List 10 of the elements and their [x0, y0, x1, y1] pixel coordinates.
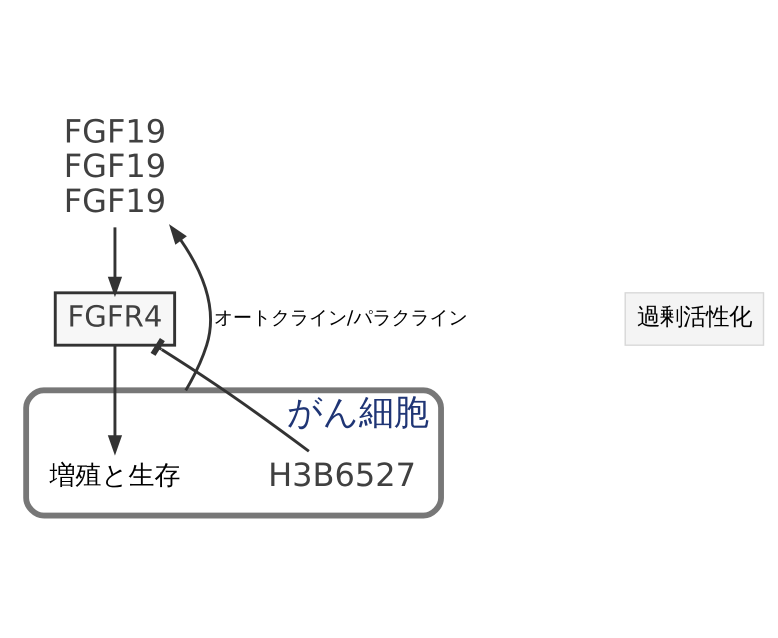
- arrow: [169, 224, 212, 392]
- node-text: FGF19 FGF19 FGF19: [64, 112, 166, 220]
- node-box: 過剰活性化: [624, 292, 764, 346]
- node-text: 増殖と生存: [49, 461, 180, 492]
- edge-label: オートクライン/パラクライン: [214, 306, 468, 329]
- connector: [150, 338, 310, 452]
- node-box: FGFR4: [54, 291, 176, 347]
- node-text: H3B6527: [268, 456, 416, 494]
- arrow: [108, 345, 122, 456]
- arrow: [108, 227, 122, 298]
